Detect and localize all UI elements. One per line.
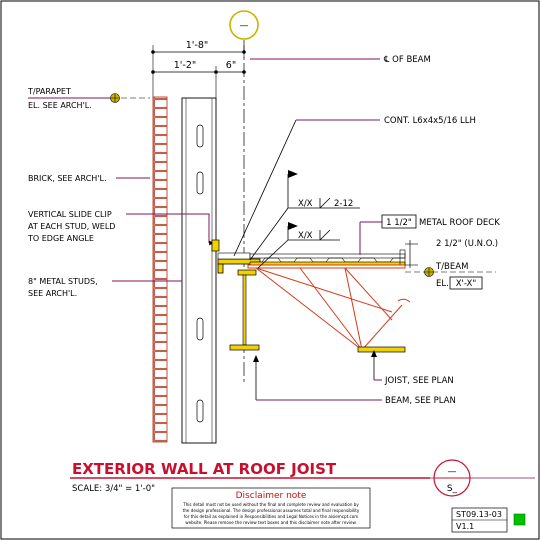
weld1-spacing: 2-12 xyxy=(334,199,353,209)
detail-scale: SCALE: 3/4" = 1'-0" xyxy=(72,484,155,494)
studs-label-2: SEE ARCH'L. xyxy=(28,289,77,298)
disclaimer-line-2: the design professional. The design prof… xyxy=(183,508,360,513)
deck-size: 1 1/2" xyxy=(386,218,412,228)
brick-label: BRICK, SEE ARCH'L. xyxy=(28,174,107,183)
clip-label-2: AT EACH STUD, WELD xyxy=(28,222,115,231)
deck-uno: 2 1/2" (U.N.O.) xyxy=(436,239,498,249)
disclaimer-box: Disclaimer note This detail must not be … xyxy=(171,487,371,529)
detail-title: EXTERIOR WALL AT ROOF JOIST xyxy=(72,460,337,478)
section-marker-top: — xyxy=(229,10,259,40)
brick-veneer xyxy=(152,96,168,443)
tbeam-callout: T/BEAM EL. X'-X" xyxy=(405,262,496,290)
angle-callout: CONT. L6x4x5/16 LLH xyxy=(233,116,476,257)
detail-bubble-bottom: S_ xyxy=(447,484,458,494)
dimension-offset-text: 6" xyxy=(226,60,236,71)
studs-label-1: 8" METAL STUDS, xyxy=(28,277,98,286)
disclaimer-line-3: for this detail as explained in Responsi… xyxy=(184,514,359,519)
sheet-code-box: ST09.13-03 V1.1 xyxy=(451,507,526,533)
steel-beam xyxy=(229,269,260,351)
dimension-overall: 1'-8" xyxy=(151,40,246,100)
deck-text: METAL ROOF DECK xyxy=(419,218,500,228)
beam-callout: BEAM, SEE PLAN xyxy=(253,355,456,406)
disclaimer-heading: Disclaimer note xyxy=(236,491,307,501)
detail-bubble-top: — xyxy=(448,467,457,477)
parapet-label-1: T/PARAPET xyxy=(27,87,71,96)
joist-callout: JOIST, SEE PLAN xyxy=(371,350,454,386)
tbeam-value: X'-X" xyxy=(456,279,477,289)
title-block: EXTERIOR WALL AT ROOF JOIST SCALE: 3/4" … xyxy=(70,459,535,497)
sheet-version: V1.1 xyxy=(456,522,474,531)
angle-label: CONT. L6x4x5/16 LLH xyxy=(384,116,476,126)
sheet-code: ST09.13-03 xyxy=(456,510,502,519)
section-marker-top-symbol: — xyxy=(240,21,249,31)
clip-label-1: VERTICAL SLIDE CLIP xyxy=(28,210,112,219)
brick-callout: BRICK, SEE ARCH'L. xyxy=(28,174,150,183)
dimension-stud-depth: 1'-2" 6" xyxy=(151,60,246,100)
slide-clip xyxy=(211,239,220,252)
metal-roof-deck xyxy=(249,249,406,266)
studs-callout: 8" METAL STUDS, SEE ARCH'L. xyxy=(28,277,182,298)
tbeam-el: EL. xyxy=(436,279,449,289)
tbeam-label: T/BEAM xyxy=(435,262,468,272)
parapet-level-callout: T/PARAPET EL. SEE ARCH'L. xyxy=(27,87,150,110)
deck-callout: 1 1/2" METAL ROOF DECK xyxy=(359,214,500,255)
parapet-label-2: EL. SEE ARCH'L. xyxy=(28,101,92,110)
weld-symbol-1: X/X 2-12 xyxy=(249,170,360,261)
cl-beam-label: ℄ OF BEAM xyxy=(383,55,431,65)
dimension-overall-text: 1'-8" xyxy=(186,40,209,51)
cl-beam-callout: ℄ OF BEAM xyxy=(250,55,431,65)
weld-symbol-2: X/X xyxy=(257,222,340,269)
deck-depth-dimension: 2 1/2" (U.N.O.) xyxy=(405,239,498,268)
clip-label-3: TO EDGE ANGLE xyxy=(27,234,94,243)
beam-label: BEAM, SEE PLAN xyxy=(385,396,456,406)
disclaimer-line-1: This detail must not be used without the… xyxy=(182,502,359,507)
disclaimer-line-4: website. Please remove the review text b… xyxy=(185,520,357,525)
weld2-size: X/X xyxy=(298,231,313,241)
status-indicator xyxy=(513,513,526,526)
metal-stud-wall xyxy=(181,97,217,444)
joist xyxy=(247,264,411,353)
weld1-size: X/X xyxy=(298,199,313,209)
dimension-stud-depth-text: 1'-2" xyxy=(174,60,197,71)
joist-label: JOIST, SEE PLAN xyxy=(384,376,454,386)
